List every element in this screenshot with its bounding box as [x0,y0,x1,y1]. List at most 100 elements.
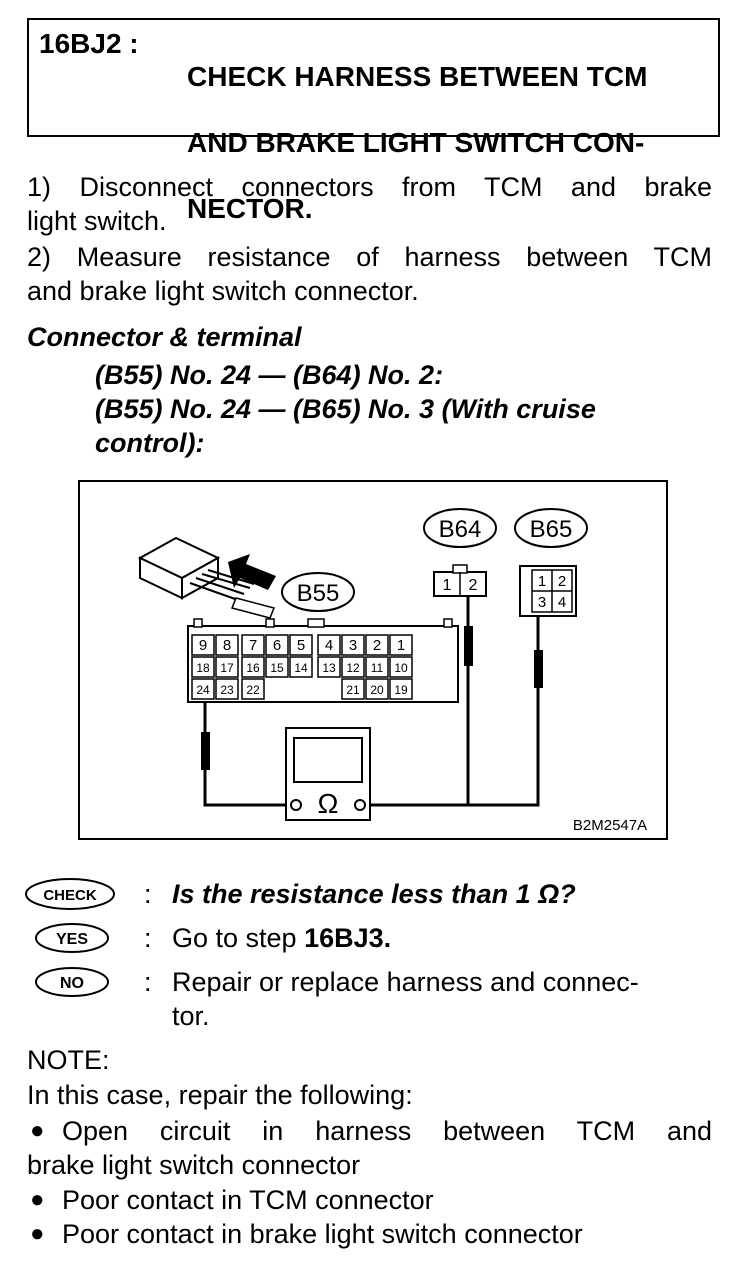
b65-terminal-4: 4 [558,594,566,611]
tcm-connector-key-left [193,618,203,628]
ohmmeter-jack-left [290,799,302,811]
tcm-terminal-cell [365,678,389,700]
tcm-terminal-number: 15 [270,661,284,675]
connector-plug-illustration [137,536,276,619]
tcm-terminal-cell [289,656,313,678]
b64-label-oval [423,508,497,548]
tcm-terminal-cell [241,678,265,700]
bullet-2: ● [30,1186,45,1213]
b65-terminal-2: 2 [558,573,566,590]
tcm-terminal-number: 9 [199,637,207,654]
tcm-terminal-number: 4 [325,637,333,654]
ohmmeter-jack-right [354,799,366,811]
tcm-terminal-cell [265,634,289,656]
instruction-step1-line2: light switch. [27,206,167,236]
tcm-terminal-cell [215,678,239,700]
tcm-terminal-cell [389,656,413,678]
b64-terminal-2: 2 [469,577,478,594]
tcm-terminal-number: 7 [249,637,257,654]
yes-response: Go to step 16BJ3. [172,921,391,955]
no-badge: NO [35,967,109,997]
b55-label: B55 [297,580,340,607]
bullet-3: ● [30,1220,45,1247]
tcm-terminal-number: 14 [294,661,308,675]
note-item1-line2: brake light switch connector [27,1150,361,1180]
step-title-line-3: NECTOR. [187,193,313,224]
b65-connector [519,565,577,617]
instruction-step2-line1: 2) Measure resistance of harness between… [27,242,712,272]
arrow-indicator [228,554,276,590]
tcm-terminal-number: 24 [196,683,210,697]
tcm-terminal-cell [317,634,341,656]
yes-badge: YES [35,923,109,953]
tcm-terminal-cell [365,656,389,678]
yes-response-text: Go to step [172,923,305,953]
step-id: 16BJ2 : [39,28,139,59]
probe-b55 [201,732,210,770]
ohmmeter-display [293,737,363,783]
connector-terminal-line1: (B55) No. 24 — (B64) No. 2: [95,360,444,390]
instruction-step1-line1: 1) Disconnect connectors from TCM and br… [27,172,712,202]
step-header-box: 16BJ2 : CHECK HARNESS BETWEEN TCM AND BR… [27,18,720,224]
no-badge-label: NO [60,975,84,992]
tcm-terminal-number: 8 [223,637,231,654]
connector-terminal-line2: (B55) No. 24 — (B65) No. 3 (With cruise [95,394,596,424]
tcm-terminal-cell [341,656,365,678]
tcm-terminal-cell [215,656,239,678]
tcm-terminal-number: 3 [349,637,357,654]
tcm-terminal-number: 19 [394,683,408,697]
tcm-terminal-cell [191,678,215,700]
tcm-terminal-cell [241,656,265,678]
yes-response-step: 16BJ3. [304,923,392,953]
tcm-terminal-cell [265,656,289,678]
check-badge-label: CHECK [43,887,97,904]
check-badge: CHECK [25,878,115,910]
b65-label-oval [514,508,588,548]
tcm-terminal-cell [341,634,365,656]
tcm-connector-key-right [443,618,453,628]
yes-badge-label: YES [56,931,88,948]
b64-connector [433,564,487,597]
tcm-terminal-number: 1 [397,637,405,654]
note-item3: Poor contact in brake light switch conne… [62,1219,583,1249]
b64-latch [452,564,468,574]
tcm-terminal-number: 17 [220,661,234,675]
figure-code: B2M2547A [573,817,647,834]
yes-colon: : [144,923,152,953]
no-colon: : [144,967,152,997]
note-heading: NOTE: [27,1045,110,1075]
b65-terminal-1: 1 [538,573,546,590]
tcm-terminal-number: 22 [246,683,260,697]
tcm-terminal-cell [289,634,313,656]
probe-b65 [534,650,543,688]
note-intro: In this case, repair the following: [27,1080,413,1110]
connector-terminal-line3: control): [95,428,205,458]
tcm-terminal-number: 10 [394,661,408,675]
tcm-terminal-number: 11 [371,661,384,675]
check-question: Is the resistance less than 1 Ω? [172,879,576,909]
tcm-terminal-cell [389,678,413,700]
tcm-terminal-number: 5 [297,637,305,654]
check-colon: : [144,879,152,909]
step-title-line-2: AND BRAKE LIGHT SWITCH CON- [187,127,645,158]
tcm-terminal-cell [215,634,239,656]
tcm-terminal-number: 13 [322,661,336,675]
tcm-connector-key-mid [265,618,275,628]
tcm-terminal-number: 21 [346,683,360,697]
connector-terminal-heading: Connector & terminal [27,322,302,352]
ohmmeter [285,727,371,821]
tcm-terminal-cell [389,634,413,656]
tcm-terminal-number: 18 [196,661,210,675]
tcm-connector-latch [307,618,325,628]
b65-terminal-3: 3 [538,594,546,611]
probe-b64 [464,626,473,666]
tcm-terminal-cell [317,656,341,678]
note-item1-line1: Open circuit in harness between TCM and [62,1116,712,1146]
step-title-line-1: CHECK HARNESS BETWEEN TCM [187,61,648,92]
ohm-symbol: Ω [318,788,339,819]
tcm-terminal-number: 6 [273,637,281,654]
tcm-terminal-number: 12 [346,661,360,675]
